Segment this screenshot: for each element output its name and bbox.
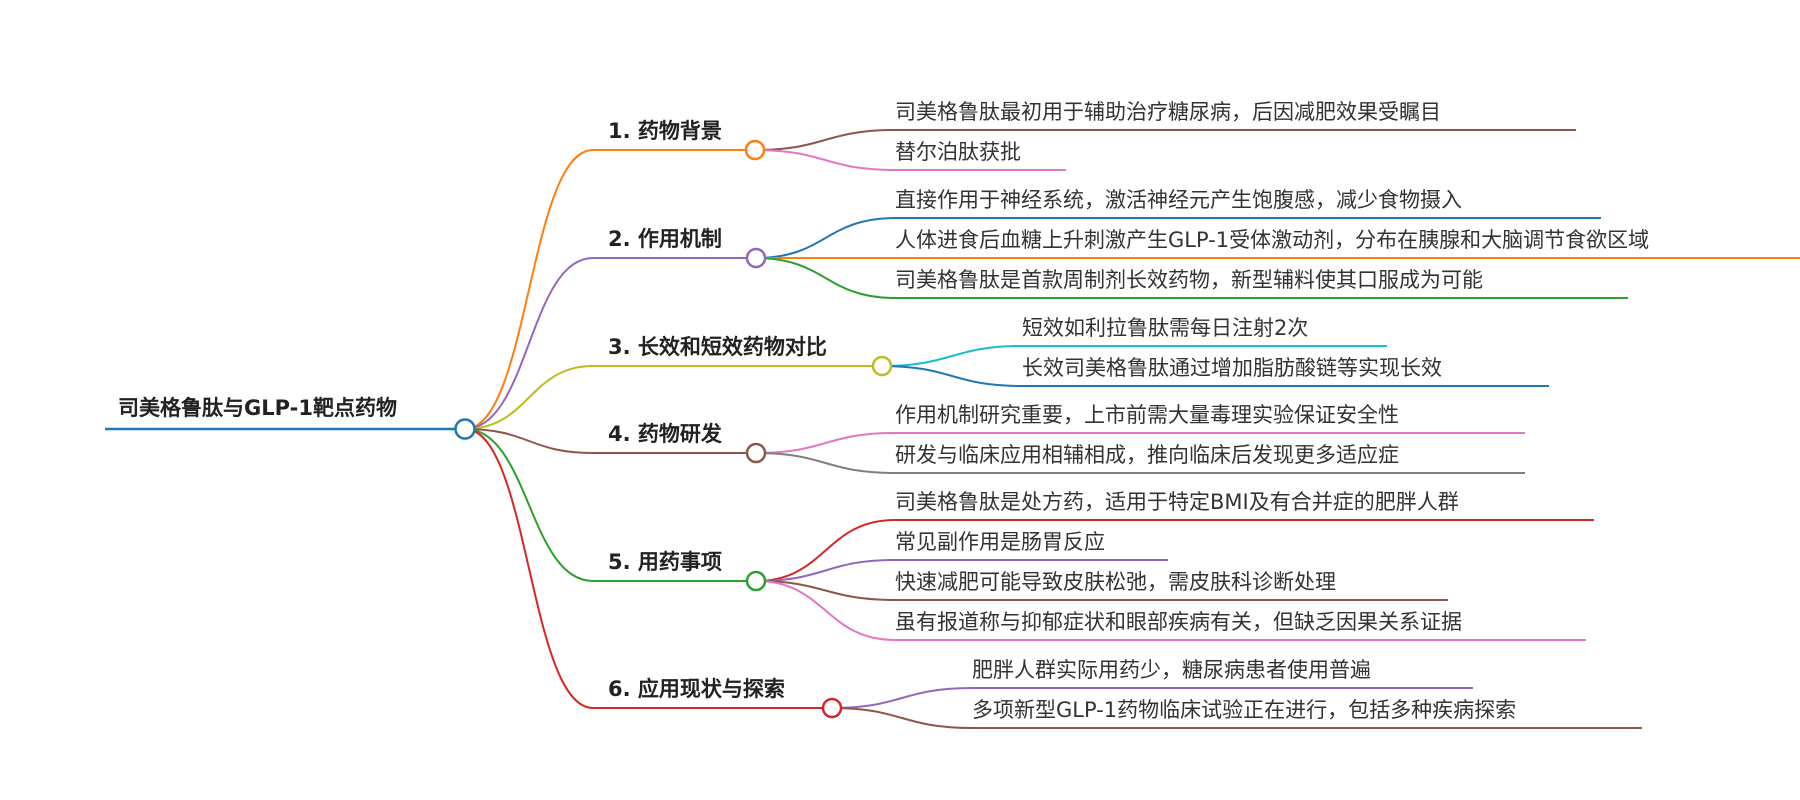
leaf-connector <box>755 217 896 259</box>
branch-node <box>871 355 893 377</box>
leaf-label: 司美格鲁肽最初用于辅助治疗糖尿病，后因减肥效果受瞩目 <box>895 100 1441 124</box>
leaf-connector <box>755 432 896 454</box>
leaf-label: 司美格鲁肽是首款周制剂长效药物，新型辅料使其口服成为可能 <box>895 268 1483 292</box>
leaf-label: 长效司美格鲁肽通过增加脂肪酸链等实现长效 <box>1022 356 1442 380</box>
leaf-connector <box>754 149 896 171</box>
branch-node <box>745 442 767 464</box>
leaf-connector <box>755 519 896 582</box>
leaf-connector <box>755 580 896 641</box>
leaf-label: 替尔泊肽获批 <box>895 140 1021 164</box>
root-topic-label: 司美格鲁肽与GLP-1靶点药物 <box>118 396 397 420</box>
leaf-label: 作用机制研究重要，上市前需大量毒理实验保证安全性 <box>895 403 1399 427</box>
branch-label: 3. 长效和短效药物对比 <box>608 335 827 359</box>
leaf-connector <box>881 345 1023 367</box>
leaf-connector <box>755 559 896 582</box>
branch-label: 1. 药物背景 <box>608 119 722 143</box>
leaf-connector <box>755 580 896 601</box>
branch-connector <box>464 257 594 430</box>
leaf-label: 研发与临床应用相辅相成，推向临床后发现更多适应症 <box>895 443 1399 467</box>
branch-label: 2. 作用机制 <box>608 227 722 251</box>
leaf-label: 司美格鲁肽是处方药，适用于特定BMI及有合并症的肥胖人群 <box>895 490 1459 514</box>
leaf-label: 短效如利拉鲁肽需每日注射2次 <box>1022 316 1309 340</box>
branch-node <box>821 697 843 719</box>
branch-connector <box>464 149 594 430</box>
branch-connector <box>464 428 594 454</box>
leaf-label: 常见副作用是肠胃反应 <box>895 530 1105 554</box>
leaf-label: 人体进食后血糖上升刺激产生GLP-1受体激动剂，分布在胰腺和大脑调节食欲区域 <box>895 228 1650 252</box>
leaf-connector <box>831 707 973 729</box>
branch-connector <box>464 428 594 582</box>
leaf-connector <box>831 687 973 709</box>
leaf-connector <box>755 452 896 474</box>
branch-node <box>744 139 766 161</box>
leaf-connector <box>754 129 896 151</box>
branch-node <box>745 247 767 269</box>
leaf-label: 肥胖人群实际用药少，糖尿病患者使用普遍 <box>972 658 1371 682</box>
leaf-connector <box>755 257 896 299</box>
leaf-label: 直接作用于神经系统，激活神经元产生饱腹感，减少食物摄入 <box>895 188 1462 212</box>
leaf-label: 快速减肥可能导致皮肤松弛，需皮肤科诊断处理 <box>895 570 1336 594</box>
branch-connector <box>464 365 594 430</box>
branch-label: 4. 药物研发 <box>608 422 722 446</box>
root-node <box>454 418 476 440</box>
leaf-label: 虽有报道称与抑郁症状和眼部疾病有关，但缺乏因果关系证据 <box>895 610 1462 634</box>
branch-connector <box>464 428 594 709</box>
leaf-connector <box>881 365 1023 387</box>
branch-label: 5. 用药事项 <box>608 550 722 574</box>
branch-label: 6. 应用现状与探索 <box>608 677 785 701</box>
branch-node <box>745 570 767 592</box>
leaf-label: 多项新型GLP-1药物临床试验正在进行，包括多种疾病探索 <box>972 698 1517 722</box>
